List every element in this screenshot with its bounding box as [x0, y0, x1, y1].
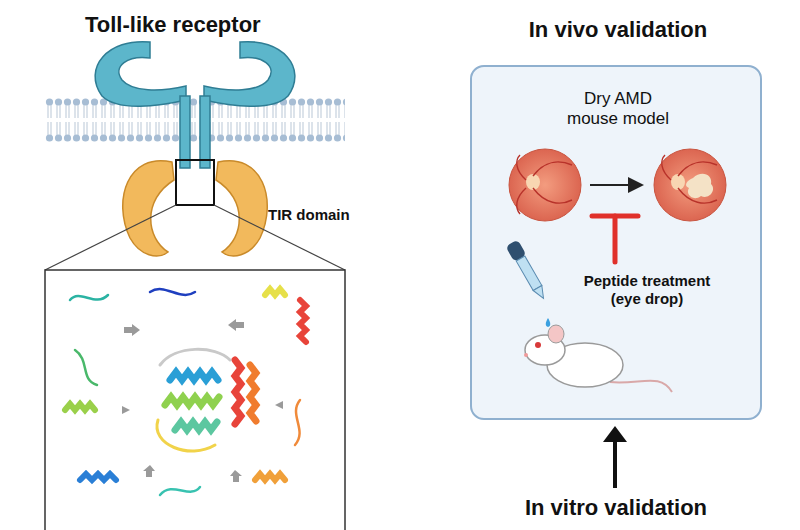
in-vitro-label: In vitro validation: [470, 495, 762, 521]
zoom-frame: [176, 160, 214, 205]
inhibition-mark: [592, 216, 638, 262]
protein-structure: [65, 289, 306, 495]
up-arrow: [613, 440, 617, 488]
tir-domain-shape: [123, 161, 268, 256]
progression-arrow: [590, 184, 640, 186]
receptor-title: Toll-like receptor: [85, 12, 261, 38]
retina-healthy: [509, 149, 581, 221]
mouse: [524, 325, 672, 392]
eye-dropper: [505, 239, 549, 301]
validation-panel: In vivo validationDry AMD mouse modelPep…: [470, 65, 762, 420]
retina-dry-amd: [654, 149, 726, 221]
zoom-panel: [45, 270, 345, 530]
receptor: [95, 42, 295, 168]
panel-heading: In vivo validation: [472, 17, 764, 43]
drop: [546, 318, 551, 327]
grey-arrows: [122, 319, 283, 482]
panel-fill: [470, 65, 762, 420]
model-label: Dry AMD mouse model: [558, 89, 678, 130]
domain-label: TIR domain: [268, 206, 350, 223]
zoom-line: [45, 205, 176, 270]
up-arrow-head: [603, 426, 627, 442]
treatment-label: Peptide treatment (eye drop): [567, 272, 727, 308]
membrane: [45, 98, 345, 142]
